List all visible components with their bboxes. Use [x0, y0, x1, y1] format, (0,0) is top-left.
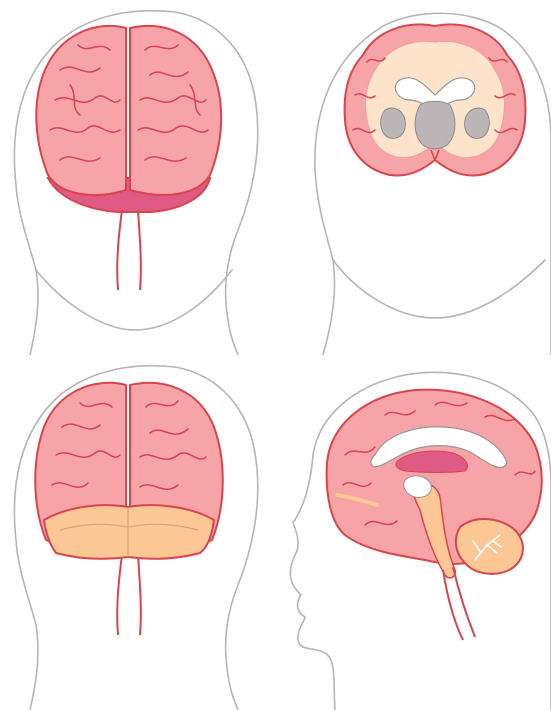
spinal-cord-sagittal [443, 570, 463, 640]
spinal-cord-left [117, 210, 122, 290]
coronal-section-illustration [275, 0, 551, 355]
sagittal-section-illustration [275, 355, 551, 710]
posterior-view-panel [0, 355, 275, 710]
spinal-cord-right [138, 210, 141, 290]
sagittal-section-panel [275, 355, 551, 710]
anterior-view-illustration [0, 0, 275, 355]
basal-ganglia-right [465, 108, 490, 138]
thalamus-gray [415, 101, 455, 149]
spinal-cord-left-back [117, 555, 122, 635]
spinal-cord-right-back [138, 555, 141, 635]
anterior-view-panel [0, 0, 275, 355]
posterior-view-illustration [0, 355, 275, 710]
right-hemisphere [130, 26, 221, 195]
cerebellum-back [44, 505, 214, 559]
jaw-line-coronal [333, 260, 545, 318]
basal-ganglia-left [381, 108, 406, 138]
coronal-section-panel [275, 0, 551, 355]
jaw-line [36, 270, 232, 330]
